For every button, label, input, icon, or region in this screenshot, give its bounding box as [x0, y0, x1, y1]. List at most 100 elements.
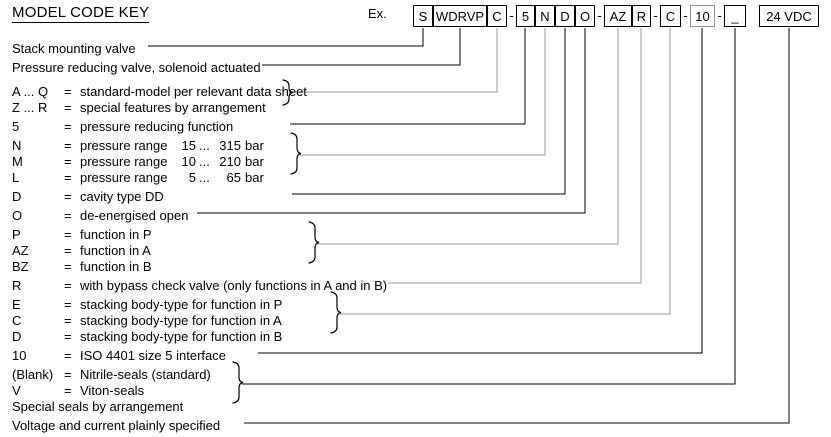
legend-equals: = [64, 170, 72, 185]
legend-description: Nitrile-seals (standard) [80, 367, 211, 382]
code-separator: - [717, 8, 722, 23]
code-separator: - [653, 8, 658, 23]
legend-range-max: 315 [219, 138, 241, 153]
legend-description: ISO 4401 size 5 interface [80, 348, 226, 363]
legend-equals: = [64, 138, 72, 153]
legend-range-dots: ... [199, 170, 210, 185]
legend-range-label: pressure range [80, 154, 168, 169]
legend-equals: = [64, 278, 72, 293]
legend-equals: = [64, 243, 72, 258]
legend-code: AZ [12, 243, 29, 258]
leader-cavity-type [292, 28, 566, 195]
brace-function-port [308, 221, 320, 264]
legend-range-max: 65 [226, 170, 241, 185]
legend-code: (Blank) [12, 367, 54, 382]
legend-description: function in B [80, 259, 152, 274]
legend-code: 10 [12, 348, 27, 363]
legend-equals: = [64, 297, 72, 312]
code-box-24-vdc: 24 VDC [759, 5, 819, 27]
code-box-s: S [413, 5, 433, 27]
code-box-r: R [632, 5, 651, 27]
brace-seals [232, 361, 244, 404]
legend-equals: = [64, 383, 72, 398]
legend-description: with bypass check valve (only functions … [80, 278, 388, 293]
legend-code: A ... Q [12, 84, 49, 99]
legend-equals: = [64, 367, 72, 382]
legend-description: function in P [80, 227, 152, 242]
legend-equals: = [64, 227, 72, 242]
legend-range-dots: ... [199, 154, 210, 169]
legend-code: C [12, 313, 22, 328]
brace-pressure-range [290, 132, 302, 175]
legend-range-dots: ... [199, 138, 210, 153]
leader-pressure-reducing-function [290, 28, 526, 125]
legend-range-label: pressure range [80, 170, 168, 185]
legend-range-unit: bar [245, 170, 264, 185]
code-box-o: O [575, 5, 595, 27]
leader-pressure-range [300, 28, 546, 156]
leader-function-port [318, 28, 619, 245]
legend-description: special features by arrangement [80, 100, 266, 115]
leader-de-energised-open [197, 28, 586, 214]
code-box-5: 5 [516, 5, 535, 27]
legend-code: D [12, 189, 22, 204]
legend-equals: = [64, 154, 72, 169]
legend-equals: = [64, 189, 72, 204]
legend-equals: = [64, 259, 72, 274]
legend-code: 5 [12, 119, 20, 134]
legend-code: L [12, 170, 20, 185]
code-box-: _ [724, 5, 746, 27]
code-box-c: C [660, 5, 681, 27]
legend-code: Z ... R [12, 100, 48, 115]
code-box-c: C [487, 5, 507, 27]
legend-range-min: 10 [181, 154, 196, 169]
legend-code: R [12, 278, 22, 293]
code-box-d: D [555, 5, 575, 27]
legend-note: Stack mounting valve [12, 41, 136, 56]
legend-range-unit: bar [245, 154, 264, 169]
legend-description: stacking body-type for function in P [80, 297, 283, 312]
leader-interface-size [258, 28, 703, 354]
leader-pressure-reducing-valve [262, 28, 461, 66]
legend-description: pressure reducing function [80, 119, 234, 134]
legend-equals: = [64, 84, 72, 99]
leader-voltage [244, 28, 790, 424]
legend-equals: = [64, 348, 72, 363]
legend-equals: = [64, 313, 72, 328]
legend-note: Pressure reducing valve, solenoid actuat… [12, 60, 261, 75]
brace-stacking-body-type [330, 291, 342, 334]
legend-note: Voltage and current plainly specified [12, 418, 221, 433]
legend-description: Viton-seals [80, 383, 145, 398]
legend-equals: = [64, 100, 72, 115]
legend-description: function in A [80, 243, 151, 258]
legend-range-min: 5 [188, 170, 196, 185]
example-label: Ex. [368, 6, 387, 21]
code-separator: - [509, 8, 514, 23]
legend-code: V [12, 383, 21, 398]
legend-range-min: 15 [181, 138, 196, 153]
legend-code: N [12, 138, 22, 153]
leader-stack-mounting-valve [148, 28, 424, 47]
legend-description: de-energised open [80, 208, 189, 223]
legend-description: standard-model per relevant data sheet [80, 84, 307, 99]
legend-note: Special seals by arrangement [12, 399, 184, 414]
legend-range-label: pressure range [80, 138, 168, 153]
legend-range-unit: bar [245, 138, 264, 153]
legend-equals: = [64, 208, 72, 223]
legend-code: BZ [12, 259, 29, 274]
legend-code: O [12, 208, 23, 223]
brace-model-variant [282, 79, 294, 106]
code-separator: - [597, 8, 602, 23]
legend-code: D [12, 329, 22, 344]
code-box-wdrvp: WDRVP [433, 5, 487, 27]
code-box-10: 10 [690, 5, 715, 27]
legend-code: E [12, 297, 21, 312]
legend-description: stacking body-type for function in B [80, 329, 283, 344]
leader-bypass-check-valve [388, 28, 642, 284]
leader-stacking-body-type [340, 28, 671, 315]
code-box-n: N [535, 5, 555, 27]
page-title: MODEL CODE KEY [12, 4, 150, 23]
leader-seals [242, 28, 736, 385]
